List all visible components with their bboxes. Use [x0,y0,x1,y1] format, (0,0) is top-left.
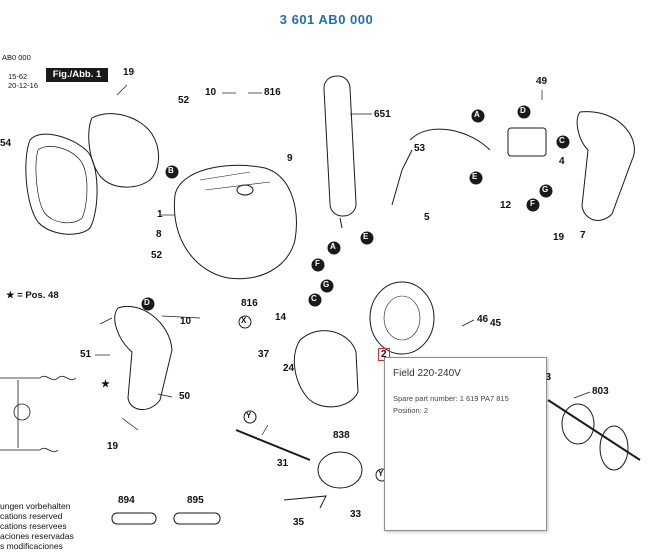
figure-label: Fig./Abb. 1 [46,68,108,82]
chuck-33 [317,451,363,489]
part-label-12[interactable]: 12 [500,200,512,211]
housing-half-54 [25,113,159,235]
field-2 [369,281,435,355]
part-label-33[interactable]: 33 [350,509,362,520]
footer-line-1: ungen vorbehalten [0,501,71,511]
part-label-31[interactable]: 31 [277,458,289,469]
callout-c-2: C [311,294,317,303]
footer-line-3: cations reservees [0,521,67,531]
part-label-51[interactable]: 51 [80,349,92,360]
part-tooltip: Field 220-240V Spare part number: 1 619 … [384,357,547,531]
part-894 [111,512,157,525]
date-code-top: 15-62 [8,72,28,81]
part-label-895[interactable]: 895 [187,495,204,506]
switch-4 [507,127,547,157]
callout-d-2: D [144,298,150,307]
leader-lines [95,84,591,436]
part-label-5[interactable]: 5 [424,212,430,223]
callout-y-2: Y [378,469,384,478]
part-label-651[interactable]: 651 [374,109,391,120]
part-label-9[interactable]: 9 [287,153,293,164]
part-label-894[interactable]: 894 [118,495,135,506]
part-label-35[interactable]: 35 [293,517,305,528]
callout-b: B [168,166,174,175]
callout-g: G [542,185,549,194]
rear-handle-50 [114,305,173,410]
side-handle-651 [323,75,357,229]
callout-f: F [530,199,535,208]
callout-c: C [559,136,565,145]
part-label-816[interactable]: 816 [264,87,281,98]
callout-f-2: F [315,259,320,268]
tooltip-position: Position: 2 [393,406,429,415]
part-label-19-b[interactable]: 19 [553,232,565,243]
wiring-schematic [0,375,77,453]
date-code-bottom: 20-12-16 [8,81,39,90]
motor-housing-1 [173,164,297,280]
callout-a: A [474,110,480,119]
wire-53 [409,128,491,151]
part-895 [173,512,221,525]
part-label-14[interactable]: 14 [275,312,287,323]
part-label-838[interactable]: 838 [333,430,350,441]
part-label-19-c[interactable]: 19 [107,441,119,452]
part-label-53[interactable]: 53 [414,143,426,154]
footer-line-2: cations reserved [0,511,63,521]
part-label-1[interactable]: 1 [157,209,163,220]
callout-g-2: G [323,280,330,289]
part-label-45-visible[interactable]: 45 [490,318,502,329]
page-title: 3 601 AB0 000 [279,12,374,27]
callout-x: X [241,316,247,325]
part-label-24[interactable]: 24 [283,363,295,374]
callout-e: E [472,172,478,181]
armature-803 [547,399,641,471]
part-label-816-b[interactable]: 816 [241,298,258,309]
part-label-52-b[interactable]: 52 [151,250,163,261]
footer-line-4: aciones reservadas [0,531,74,541]
part-label-46[interactable]: 46 [477,314,489,325]
part-label-54[interactable]: 54 [0,138,12,149]
spindle-31 [235,429,311,461]
carbon-brush-5 [391,149,413,206]
footer-line-5: s modificaciones [0,541,63,551]
part-label-19[interactable]: 19 [123,67,135,78]
part-label-4[interactable]: 4 [559,156,565,167]
callout-e-2: E [363,232,369,241]
callout-a-2: A [330,242,336,251]
callout-d: D [520,106,526,115]
part-label-37[interactable]: 37 [258,349,270,360]
part-label-10-b[interactable]: 10 [180,316,192,327]
tooltip-title: Field 220-240V [393,368,461,379]
position-note: ★ = Pos. 48 [6,290,59,301]
callout-y: Y [246,411,252,420]
tooltip-spare-part: Spare part number: 1 619 PA7 815 [393,394,509,403]
chuck-key-35 [283,495,327,509]
part-label-52[interactable]: 52 [178,95,190,106]
handle-shell-right [576,111,635,221]
part-label-10[interactable]: 10 [205,87,217,98]
part-label-2[interactable]: 2 [378,348,390,361]
part-label-803[interactable]: 803 [592,386,609,397]
gear-housing-24 [293,330,359,408]
part-label-50[interactable]: 50 [179,391,191,402]
star-marker: ★ [101,379,110,390]
model-fragment: AB0 000 [2,53,31,62]
part-label-8[interactable]: 8 [156,229,162,240]
callout-markers [141,105,570,482]
part-label-7[interactable]: 7 [580,230,586,241]
part-label-49[interactable]: 49 [536,76,548,87]
